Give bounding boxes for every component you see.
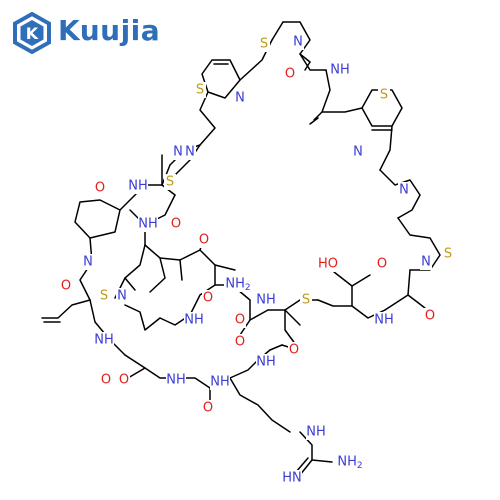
atom-label-o1: O <box>285 67 295 82</box>
atom-label-bg <box>184 144 196 160</box>
atom-label-nh3: NH <box>138 217 158 232</box>
atom-label-bg <box>378 87 390 103</box>
atom-label-nh7: NH <box>94 333 114 348</box>
atom-label-bg <box>170 216 182 232</box>
atom-label-s5: S <box>100 289 108 304</box>
atom-label-o13: O <box>203 401 213 416</box>
atom-label-nh13: HN <box>282 471 302 486</box>
atom-label-bg <box>234 312 246 328</box>
atom-label-s4: S <box>444 247 452 262</box>
atom-label-bg <box>398 182 410 198</box>
atom-label-bg <box>184 312 204 328</box>
atom-label-bg <box>330 62 350 78</box>
atom-label-bg <box>116 288 128 304</box>
k-hexagon-logo-icon: K <box>13 12 51 54</box>
atom-label-o3: O <box>171 217 181 232</box>
atom-label-o7: O <box>203 291 213 306</box>
atom-label-bg <box>442 246 454 262</box>
atom-label-bg <box>352 144 364 160</box>
atom-label-o12: O <box>119 373 129 388</box>
atom-label-n7: N <box>421 255 431 270</box>
svg-text:K: K <box>26 24 39 43</box>
atom-label-n6: N <box>83 255 93 270</box>
atom-label-n1: N <box>293 35 303 50</box>
atom-label-n5: N <box>399 183 409 198</box>
atom-label-bg <box>100 372 112 388</box>
atom-label-bg <box>374 312 394 328</box>
atom-label-nh5: NH <box>184 313 204 328</box>
atom-label-o14: O <box>101 373 111 388</box>
atom-label-bg <box>94 180 106 196</box>
atom-label-n9: N <box>173 145 183 160</box>
atom-label-bg <box>300 292 312 308</box>
atom-label-bg <box>234 334 246 350</box>
atom-label-nh6: NH <box>374 313 394 328</box>
atom-label-n3: N <box>353 145 363 160</box>
atom-label-s7: S <box>166 175 174 190</box>
atom-label-nh1: NH <box>330 63 350 78</box>
atom-label-s1: S <box>260 37 268 52</box>
atom-label-nh8: NH <box>256 355 276 370</box>
atom-label-nh2b: NH2 <box>225 277 250 293</box>
atom-label-bg <box>202 290 214 306</box>
atom-label-oh1: HO <box>318 257 338 272</box>
atom-label-bg <box>164 174 176 190</box>
atom-label-bg <box>336 454 364 470</box>
atom-label-bg <box>420 254 432 270</box>
atom-label-bg <box>282 470 302 486</box>
atom-label-bg <box>288 342 300 358</box>
atom-label-bg <box>224 276 252 292</box>
atom-label-bg <box>138 216 158 232</box>
atom-label-o9: O <box>425 309 435 324</box>
atom-label-s3: S <box>380 88 388 103</box>
atom-label-bg <box>128 178 148 194</box>
atom-label-n4: N <box>185 145 195 160</box>
atom-label-nh2: NH <box>128 179 148 194</box>
atom-label-bg <box>98 288 110 304</box>
atom-label-o2: O <box>95 181 105 196</box>
brand-name: Kuujia <box>58 14 161 47</box>
atom-label-n2: N <box>235 91 245 106</box>
atom-label-o8: O <box>235 313 245 328</box>
atom-label-bg <box>256 292 276 308</box>
atom-label-bg <box>194 82 206 98</box>
brand-logo: K Kuujia <box>12 12 162 58</box>
atom-label-bg <box>198 232 210 248</box>
atom-label-bg <box>256 354 276 370</box>
atom-label-bg <box>202 400 214 416</box>
atom-label-nh4: NH <box>256 293 276 308</box>
atom-label-bg <box>292 34 304 50</box>
atom-label-o6: O <box>61 279 71 294</box>
atom-label-bg <box>94 332 114 348</box>
atom-label-bg <box>234 90 246 106</box>
atom-label-bg <box>118 372 130 388</box>
atom-label-bg <box>376 256 388 272</box>
atom-label-bg <box>60 278 72 294</box>
atom-label-s6: S <box>302 293 310 308</box>
atom-label-bg <box>306 424 326 440</box>
atom-label-bg <box>318 256 338 272</box>
atom-label-nh9: NH <box>166 373 186 388</box>
atom-label-nh10: NH <box>210 375 230 390</box>
atom-label-bg <box>424 308 436 324</box>
atom-label-bg <box>210 374 230 390</box>
atom-label-nh12: NH2 <box>337 455 362 471</box>
atom-label-nh11: NH <box>306 425 326 440</box>
atom-label-bg <box>258 36 270 52</box>
atom-label-n8: N <box>117 289 127 304</box>
atom-label-bg <box>166 372 186 388</box>
atom-label-o11: O <box>235 335 245 350</box>
atom-label-bg <box>172 144 184 160</box>
atom-label-bg <box>82 254 94 270</box>
atom-label-o5: O <box>377 257 387 272</box>
atom-label-s2: S <box>196 83 204 98</box>
atom-label-o4: O <box>199 233 209 248</box>
atom-label-o10: O <box>289 343 299 358</box>
atom-label-bg <box>284 66 296 82</box>
